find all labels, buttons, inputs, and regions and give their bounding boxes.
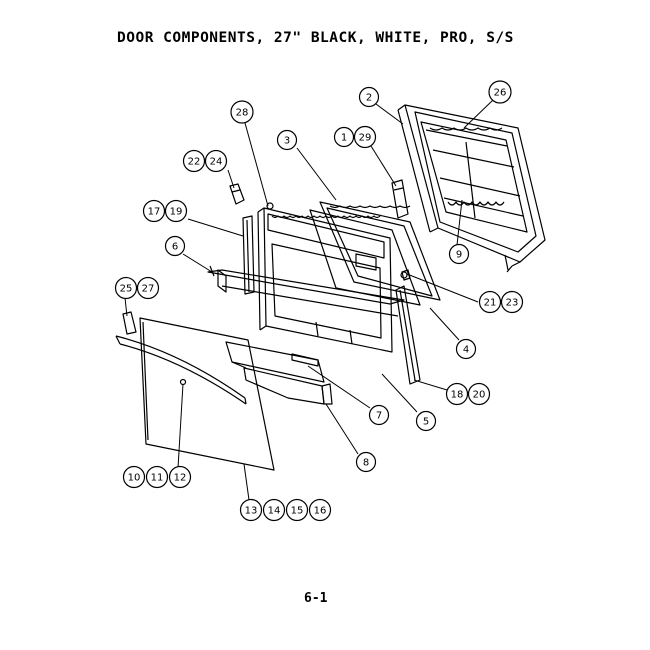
callout-17-19: 17 19	[142, 199, 188, 223]
callout-label: 6	[172, 242, 178, 253]
callout-label: 11	[151, 473, 164, 484]
callout-26: 26	[488, 80, 512, 104]
callout-label: 17	[148, 207, 161, 218]
callout-label: 1	[341, 133, 347, 144]
callout-label: 15	[291, 506, 304, 517]
callout-label: 25	[120, 284, 133, 295]
callout-2: 2	[358, 86, 380, 108]
callout-label: 14	[268, 506, 281, 517]
glass-pack	[309, 201, 441, 306]
left-channel	[242, 215, 255, 295]
rear-door-frame	[397, 104, 546, 273]
callout-6: 6	[164, 235, 186, 257]
page-title: DOOR COMPONENTS, 27" BLACK, WHITE, PRO, …	[117, 30, 514, 46]
callout-label: 4	[463, 345, 469, 356]
callout-3: 3	[276, 129, 298, 151]
callout-label: 5	[423, 417, 429, 428]
callout-label: 24	[210, 157, 223, 168]
callout-25-27: 25 27	[114, 276, 160, 300]
callout-label: 16	[314, 506, 327, 517]
horizontal-bracket	[207, 265, 405, 317]
callout-9: 9	[448, 243, 470, 265]
callout-18-20: 18 20	[445, 382, 491, 406]
callout-label: 3	[284, 136, 290, 147]
callout-8: 8	[355, 451, 377, 473]
callout-21-23: 21 23	[478, 290, 524, 314]
callout-label: 8	[363, 458, 369, 469]
callout-1-29: 1 29	[333, 125, 377, 149]
callout-label: 13	[245, 506, 258, 517]
small-tab	[122, 311, 137, 335]
callout-label: 28	[236, 108, 249, 119]
bottom-trim	[243, 367, 333, 405]
callout-label: 26	[494, 88, 507, 99]
callout-label: 7	[376, 411, 382, 422]
door-handle	[115, 335, 247, 405]
callout-4: 4	[455, 338, 477, 360]
callout-label: 22	[188, 157, 201, 168]
callout-label: 21	[484, 298, 497, 309]
callout-label: 2	[366, 93, 372, 104]
callout-label: 10	[128, 473, 141, 484]
callout-label: 18	[451, 390, 464, 401]
lower-bracket	[225, 341, 325, 383]
callout-label: 12	[174, 473, 187, 484]
callout-label: 23	[506, 298, 519, 309]
upper-clip	[229, 183, 245, 205]
inner-door-panel	[257, 202, 393, 353]
callout-label: 29	[359, 133, 372, 144]
callout-label: 19	[170, 207, 183, 218]
callout-13-14-15-16: 13 14 15 16	[239, 498, 332, 522]
callout-label: 9	[456, 250, 462, 261]
callout-label: 20	[473, 390, 486, 401]
callout-label: 27	[142, 284, 155, 295]
small-bracket	[391, 179, 409, 219]
callout-28: 28	[230, 100, 254, 124]
callout-5: 5	[415, 410, 437, 432]
callout-7: 7	[368, 404, 390, 426]
callout-10-11-12: 10 11 12	[122, 465, 192, 489]
callout-22-24: 22 24	[182, 149, 228, 173]
right-side-strip	[395, 285, 421, 385]
page-number: 6-1	[304, 591, 328, 606]
outer-door-glass	[139, 317, 275, 471]
